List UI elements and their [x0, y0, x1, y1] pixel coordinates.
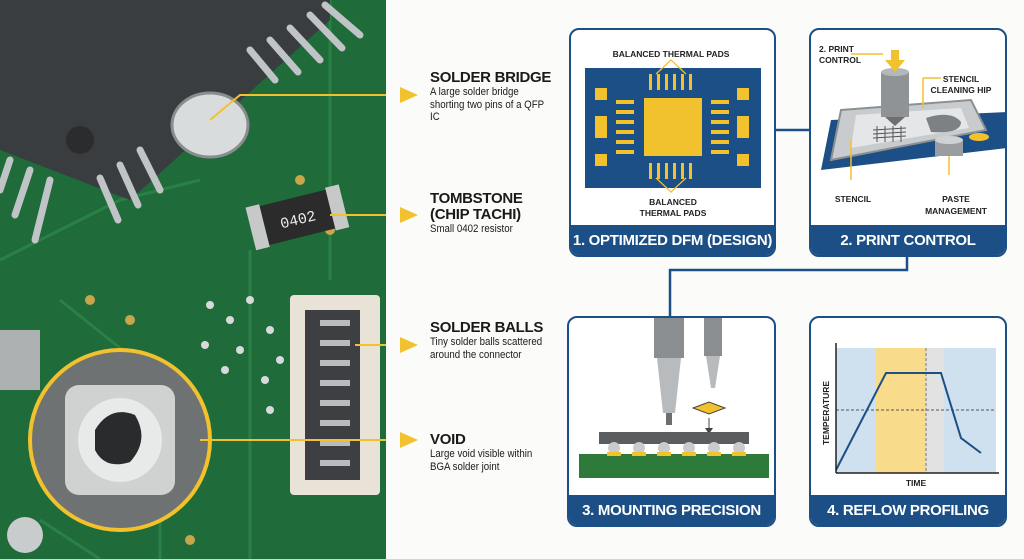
pick-and-place-illustration: [579, 318, 769, 478]
paste-label-2: MANAGEMENT: [925, 206, 988, 216]
defect-title: VOID: [430, 431, 466, 448]
pad-label-top: BALANCED THERMAL PADS: [613, 49, 730, 59]
step-reflow-profiling: TIME TEMPERATURE 4. REFLOW PROFILING: [809, 316, 1007, 527]
step-title: 1. OPTIMIZED DFM (DESIGN): [571, 225, 774, 255]
step-dfm-design: BALANCED THERMAL PADS BALANCED THERMAL P…: [569, 28, 776, 257]
defect-title: TOMBSTONE (CHIP TACHI): [430, 190, 523, 223]
step-title: 3. MOUNTING PRECISION: [569, 495, 774, 525]
defect-title: SOLDER BRIDGE: [430, 69, 552, 86]
defect-description: Small 0402 resistor: [430, 223, 513, 235]
print-label-2: CONTROL: [819, 55, 861, 65]
defect-description: A large solder bridge shorting two pins …: [430, 86, 544, 123]
y-axis-label: TEMPERATURE: [821, 381, 831, 445]
defect-tombstone: TOMBSTONE (CHIP TACHI)Small 0402 resisto…: [430, 191, 540, 236]
reflow-profile-chart: TIME TEMPERATURE: [821, 343, 999, 488]
pad-label-bottom-2: THERMAL PADS: [640, 208, 707, 218]
x-axis-label: TIME: [906, 478, 927, 488]
defect-description: Large void visible within BGA solder joi…: [430, 448, 533, 473]
defect-description: Tiny solder balls scattered around the c…: [430, 336, 543, 361]
step-title: 4. REFLOW PROFILING: [811, 495, 1005, 525]
solder-bridge: [170, 91, 250, 159]
stencil-cleaning-label-1: STENCIL: [943, 74, 979, 84]
stencil-label: STENCIL: [835, 194, 871, 204]
stencil-printer-illustration: 2. PRINT CONTROL STENCIL CLEANING HIP ST…: [819, 44, 1005, 216]
pcb-defect-photo: 0402: [0, 0, 386, 559]
stencil-cleaning-label-2: CLEANING HIP: [931, 85, 992, 95]
step-mounting-precision: 3. MOUNTING PRECISION: [567, 316, 776, 527]
defect-title: SOLDER BALLS: [430, 319, 544, 336]
paste-label-1: PASTE: [942, 194, 970, 204]
step-print-control: 2. PRINT CONTROL STENCIL CLEANING HIP ST…: [809, 28, 1007, 257]
pcb-pad-layout-illustration: BALANCED THERMAL PADS BALANCED THERMAL P…: [585, 49, 761, 218]
pad-label-bottom-1: BALANCED: [649, 197, 697, 207]
print-label-1: 2. PRINT: [819, 44, 855, 54]
step-title: 2. PRINT CONTROL: [811, 225, 1005, 255]
